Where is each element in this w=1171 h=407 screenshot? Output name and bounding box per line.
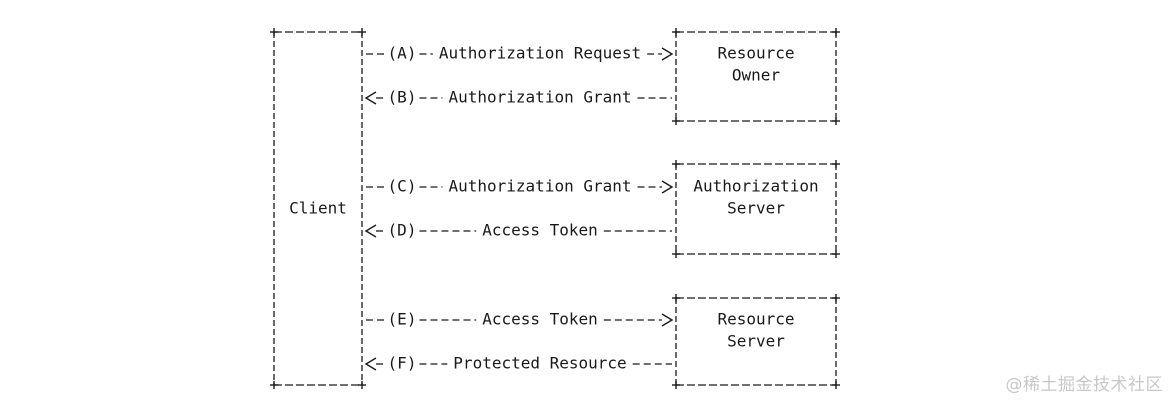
- step-f-label: Protected Resource: [453, 354, 626, 373]
- resource-owner-label-line-1: Resource: [717, 44, 794, 63]
- step-f-marker: (F): [388, 354, 417, 373]
- client-box: [273, 31, 363, 386]
- resource-server-box-corner-tl: [672, 294, 680, 302]
- step-c-label: Authorization Grant: [448, 177, 631, 196]
- step-e-label: Access Token: [482, 310, 598, 329]
- client-box-corner-tr: [358, 28, 366, 36]
- resource-server-box-corner-br: [832, 381, 840, 389]
- resource-owner-box-corner-br: [832, 117, 840, 125]
- step-d-marker: (D): [388, 221, 417, 240]
- client-box-corner-bl: [270, 381, 278, 389]
- authorization-server-box-corner-tl: [672, 160, 680, 168]
- resource-server-box-corner-tr: [832, 294, 840, 302]
- authorization-server-box-corner-tr: [832, 160, 840, 168]
- step-b-arrowhead: [364, 91, 377, 105]
- step-c-arrow: [661, 180, 674, 194]
- authorization-server-box: [675, 163, 837, 255]
- step-c-marker: (C): [388, 177, 417, 196]
- step-f-arrowhead: [364, 357, 377, 371]
- step-d-label: Access Token: [482, 221, 598, 240]
- step-a-marker: (A): [388, 44, 417, 63]
- authorization-server-label-line-2: Server: [727, 199, 785, 218]
- step-f-arrow: [364, 357, 377, 371]
- authorization-server-label-line-1: Authorization: [693, 177, 818, 196]
- authorization-server-box-corner-bl: [672, 250, 680, 258]
- resource-owner-label-line-2: Owner: [732, 66, 781, 85]
- step-e-marker: (E): [388, 310, 417, 329]
- resource-owner-box-corner-tr: [832, 28, 840, 36]
- step-a-arrowhead: [661, 47, 674, 61]
- step-d-arrowhead: [364, 224, 377, 238]
- resource-owner-box-corner-tl: [672, 28, 680, 36]
- step-b-arrow: [364, 91, 377, 105]
- step-c-arrowhead: [661, 180, 674, 194]
- resource-server-label-line-2: Server: [727, 332, 785, 351]
- resource-server-label-line-1: Resource: [717, 310, 794, 329]
- client-label: Client: [289, 199, 347, 218]
- step-d-arrow: [364, 224, 377, 238]
- authorization-server-box-corner-br: [832, 250, 840, 258]
- step-b-label: Authorization Grant: [448, 88, 631, 107]
- client-box-corner-tl: [270, 28, 278, 36]
- resource-server-box-corner-bl: [672, 381, 680, 389]
- step-a-label: Authorization Request: [439, 44, 641, 63]
- client-box-corner-br: [358, 381, 366, 389]
- step-e-arrow: [661, 313, 674, 327]
- step-e-arrowhead: [661, 313, 674, 327]
- step-b-marker: (B): [388, 88, 417, 107]
- watermark: @稀土掘金技术社区: [1005, 375, 1163, 395]
- resource-server-box: [675, 297, 837, 386]
- step-a-arrow: [661, 47, 674, 61]
- resource-owner-box-corner-bl: [672, 117, 680, 125]
- resource-owner-box: [675, 31, 837, 122]
